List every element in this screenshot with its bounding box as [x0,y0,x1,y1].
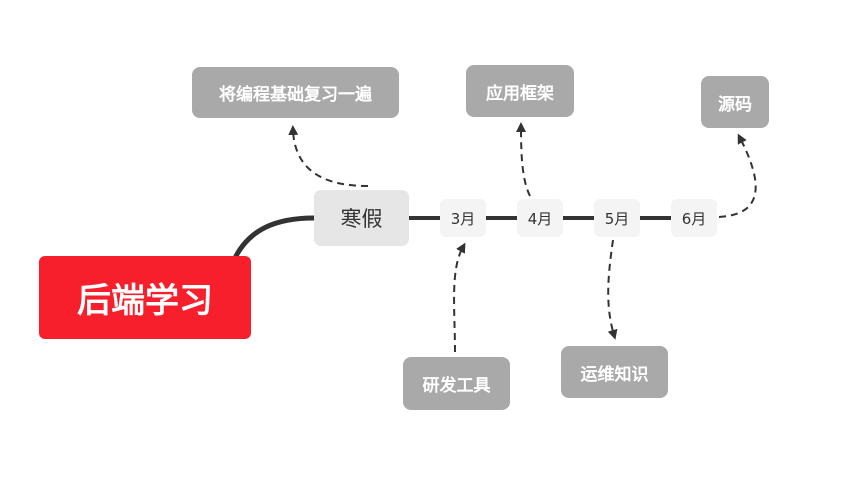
topic-review-basics[interactable]: 将编程基础复习一遍 [192,67,399,118]
topic-dev-tools[interactable]: 研发工具 [403,357,510,410]
april-label: 4月 [527,209,553,228]
june-label: 6月 [681,209,707,228]
review-basics-label: 将编程基础复习一遍 [219,85,372,105]
source-code-label: 源码 [718,94,752,115]
topic-ops-knowledge[interactable]: 运维知识 [561,346,668,398]
timeline-node-june[interactable]: 6月 [671,199,717,237]
devtools-to-march-arrow [453,242,466,353]
topic-winter-break[interactable]: 寒假 [314,190,409,246]
timeline-node-may[interactable]: 5月 [594,199,640,237]
timeline-node-april[interactable]: 4月 [517,199,563,237]
april-to-framework-arrow [516,122,531,197]
root-to-winter-connector [233,215,317,259]
app-framework-label: 应用框架 [486,83,554,104]
root-topic-label: 后端学习 [77,281,213,321]
timeline-node-march[interactable]: 3月 [440,199,486,237]
topic-source-code[interactable]: 源码 [701,76,769,128]
root-topic-backend-learning[interactable]: 后端学习 [39,256,251,339]
march-label: 3月 [450,209,476,228]
may-to-ops-arrow [607,239,618,340]
may-label: 5月 [604,209,630,228]
topic-app-framework[interactable]: 应用框架 [466,65,574,117]
ops-knowledge-label: 运维知识 [580,364,649,385]
dev-tools-label: 研发工具 [422,376,491,396]
june-to-source-arrow [718,133,757,218]
winter-to-review-arrow [288,125,369,187]
winter-break-label: 寒假 [340,207,383,231]
